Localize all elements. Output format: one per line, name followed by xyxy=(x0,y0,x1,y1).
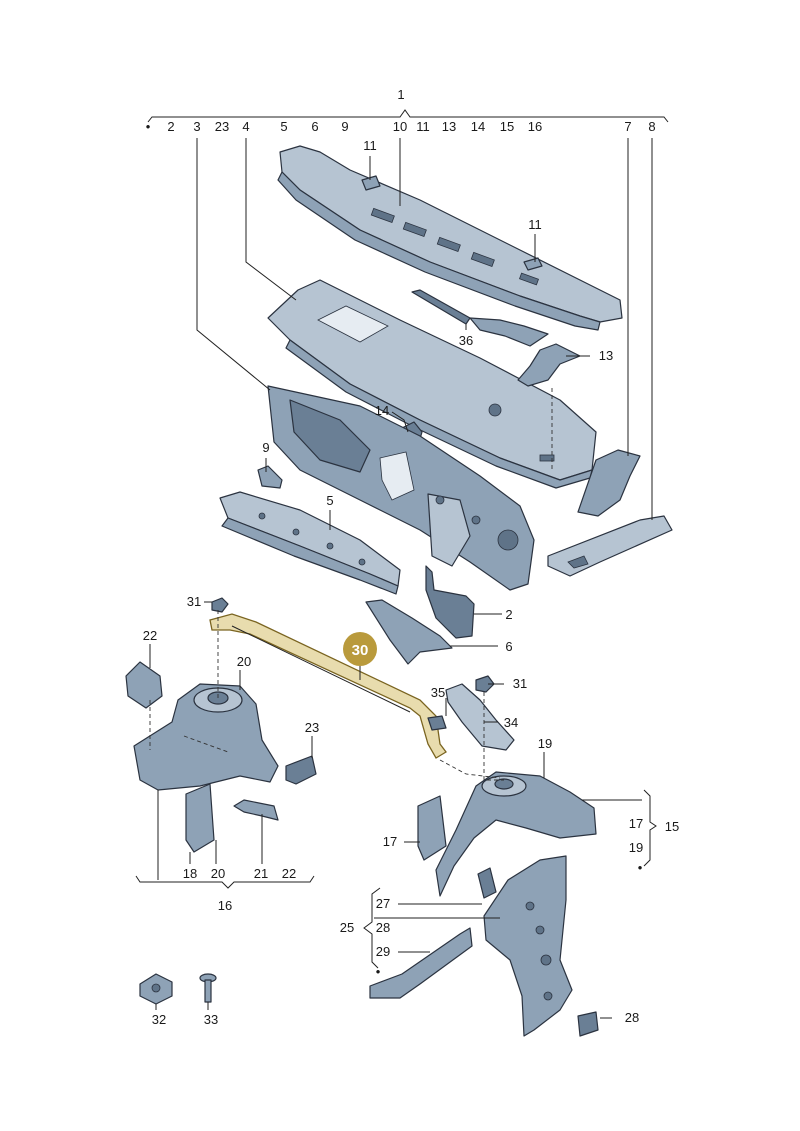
label-top-5: 5 xyxy=(280,119,287,134)
part-8-rail xyxy=(547,515,673,577)
label-27: 27 xyxy=(376,896,390,911)
label-15: 15 xyxy=(665,819,679,834)
label-top-2: 2 xyxy=(167,119,174,134)
label-19-group: 19 xyxy=(629,840,643,855)
label-17-plate: 17 xyxy=(383,834,397,849)
label-31-left: 31 xyxy=(187,594,201,609)
part-23-bracket xyxy=(285,755,317,785)
label-21: 21 xyxy=(254,866,268,881)
label-9: 9 xyxy=(262,440,269,455)
label-20-bottom: 20 xyxy=(211,866,225,881)
label-32: 32 xyxy=(152,1012,166,1027)
part-28-pillar xyxy=(483,855,573,1037)
svg-text:30: 30 xyxy=(352,642,369,659)
label-20: 20 xyxy=(237,654,251,669)
part-32-nut xyxy=(139,973,173,1005)
label-top-9: 9 xyxy=(341,119,348,134)
part-17-plate xyxy=(417,795,447,861)
part-7-bracket xyxy=(577,449,641,517)
label-19: 19 xyxy=(538,736,552,751)
part-20-strut-tower-left xyxy=(133,683,279,791)
part-18-plate xyxy=(185,783,215,853)
label-22: 22 xyxy=(143,628,157,643)
label-25: 25 xyxy=(340,920,354,935)
svg-text:•: • xyxy=(638,860,643,875)
part-3-bulkhead-main xyxy=(267,385,535,591)
part-5-lower-crossmember xyxy=(219,491,401,595)
label-1: 1 xyxy=(397,87,404,102)
label-28: 28 xyxy=(625,1010,639,1025)
part-13-bracket xyxy=(517,343,581,387)
part-34-bracket xyxy=(445,683,515,751)
part-30-strut-brace xyxy=(209,613,447,759)
label-top-16: 16 xyxy=(528,119,542,134)
leader-lines xyxy=(149,138,653,1019)
label-top-4: 4 xyxy=(242,119,249,134)
badge-30: 30 xyxy=(343,632,377,680)
nut-31-left xyxy=(211,597,229,613)
svg-text:•: • xyxy=(376,964,381,979)
label-23: 23 xyxy=(305,720,319,735)
label-top-23: 23 xyxy=(215,119,229,134)
label-top-11: 11 xyxy=(416,119,430,134)
label-36: 36 xyxy=(459,333,473,348)
label-top-3: 3 xyxy=(193,119,200,134)
label-top-6: 6 xyxy=(311,119,318,134)
callout-labels: 11 11 36 13 14 9 5 2 6 31 31 22 20 23 35… xyxy=(143,138,679,1027)
part-29-brace xyxy=(369,927,473,999)
label-28-group: 28 xyxy=(376,920,390,935)
label-top-14: 14 xyxy=(471,119,485,134)
label-5: 5 xyxy=(326,493,333,508)
clip-11-a xyxy=(361,175,381,191)
assembly-lines xyxy=(149,388,553,781)
label-35: 35 xyxy=(431,685,445,700)
group-15-bracket: • xyxy=(638,789,657,875)
label-29: 29 xyxy=(376,944,390,959)
group-25-bracket: • xyxy=(363,887,381,979)
nut-31-right xyxy=(475,675,495,693)
group-16-bracket xyxy=(135,875,315,889)
label-top-15: 15 xyxy=(500,119,514,134)
clip-11-b xyxy=(523,257,543,271)
label-top-10: 10 xyxy=(393,119,407,134)
label-6: 6 xyxy=(505,639,512,654)
part-33-screw xyxy=(199,973,217,1003)
label-14: 14 xyxy=(375,403,389,418)
part-9-bracket xyxy=(257,465,283,489)
part-6-bracket xyxy=(365,599,453,665)
label-top-13: 13 xyxy=(442,119,456,134)
label-top-7: 7 xyxy=(624,119,631,134)
label-18: 18 xyxy=(183,866,197,881)
part-35-clip xyxy=(427,715,447,731)
label-13: 13 xyxy=(599,348,613,363)
label-11-b: 11 xyxy=(528,217,542,232)
label-34: 34 xyxy=(504,715,518,730)
part-28-small-plate xyxy=(577,1011,599,1037)
part-22-bracket xyxy=(125,661,163,709)
label-top-8: 8 xyxy=(648,119,655,134)
label-16: 16 xyxy=(218,898,232,913)
label-11-a: 11 xyxy=(363,138,377,153)
part-19-strut-tower-right xyxy=(435,771,597,897)
part-2-panel xyxy=(425,565,475,639)
svg-text:•: • xyxy=(146,119,151,134)
label-31-right: 31 xyxy=(513,676,527,691)
label-17: 17 xyxy=(629,816,643,831)
label-33: 33 xyxy=(204,1012,218,1027)
label-22-bottom: 22 xyxy=(282,866,296,881)
part-36-bracket xyxy=(411,289,549,347)
top-group-bracket: 1 • 2 3 23 4 5 6 9 10 11 13 14 15 16 7 8 xyxy=(146,87,669,134)
part-21-bracket xyxy=(233,799,279,821)
label-2: 2 xyxy=(505,607,512,622)
part-27-bracket xyxy=(477,867,497,899)
